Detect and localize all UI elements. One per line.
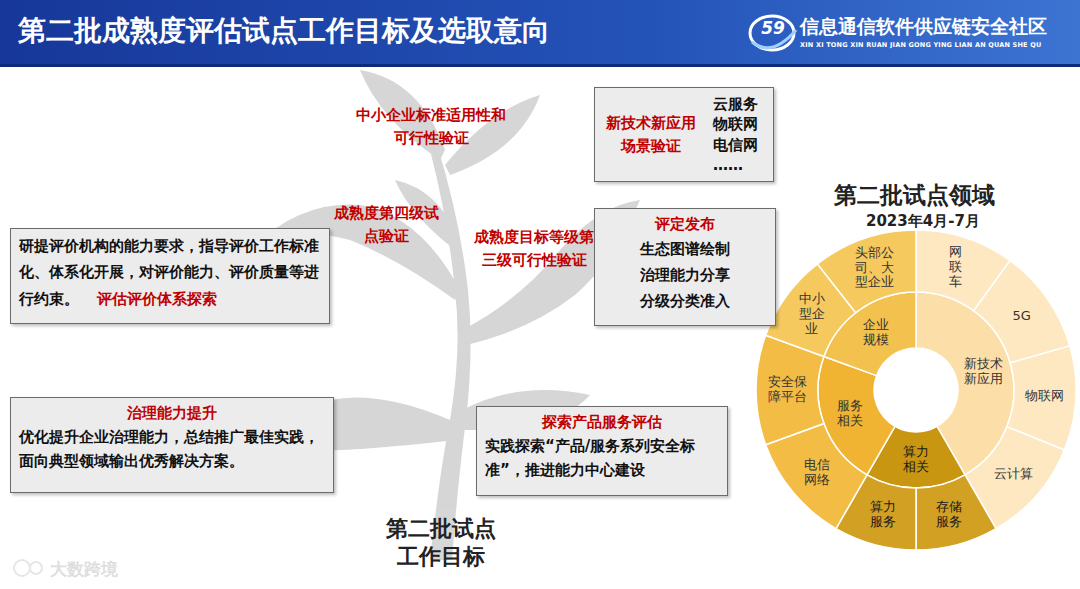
box-list: 生态图谱绘制 治理能力分享 分级分类准入 (633, 236, 737, 315)
box-heading: 新技术新应用场景验证 (599, 112, 703, 157)
segment-label: 头部公司、大型企业 (852, 246, 896, 291)
segment-label: 存储服务 (934, 500, 964, 530)
segment-label: 算力服务 (868, 500, 898, 530)
sunburst-segment (916, 475, 996, 550)
text-label: 第二批试点领域 (834, 180, 1034, 211)
page-title: 第二批成熟度评估试点工作目标及选取意向 (18, 12, 550, 50)
watermark-icon (14, 560, 42, 576)
segment-label: 物联网 (1021, 389, 1069, 404)
text-box: 治理能力提升优化提升企业治理能力，总结推广最佳实践，面向典型领域输出优秀解决方案… (10, 397, 334, 493)
logo-mark (750, 16, 796, 50)
sunburst-segment (974, 261, 1070, 363)
text-label: 成熟度目标等级第三级可行性验证 (474, 226, 594, 271)
box-body: 实践探索“产品/服务系列安全标准”，推进能力中心建设 (485, 434, 719, 484)
text-label: 59 (756, 18, 790, 38)
segment-label: 企业规模 (861, 318, 891, 348)
text-box: 评定发布生态图谱绘制 治理能力分享 分级分类准入 (594, 208, 776, 326)
segment-label: 云计算 (989, 467, 1037, 482)
box-list: 云服务 物联网 电信网 …… (713, 94, 767, 175)
text-box: 研提评价机构的能力要求，指导评价工作标准化、体系化开展，对评价能力、评价质量等进… (10, 228, 330, 324)
box-body: 优化提升企业治理能力，总结推广最佳实践，面向典型领域输出优秀解决方案。 (19, 425, 325, 475)
text-box: 新技术新应用场景验证云服务 物联网 电信网 …… (594, 87, 774, 182)
text-label: 第二批试点 工作目标 (380, 515, 502, 570)
segment-label: 网联车 (946, 245, 966, 290)
box-heading: 评定发布 (603, 213, 767, 236)
header-rule (0, 64, 1080, 67)
sunburst-chart (756, 230, 1076, 550)
segment-label: 中小型企业 (797, 292, 827, 337)
header-bar (0, 0, 1080, 64)
box-body-wrap: 研提评价机构的能力要求，指导评价工作标准化、体系化开展，对评价能力、评价质量等进… (19, 233, 321, 312)
segment-label: 安全保障平台 (765, 375, 809, 405)
text-label: XIN XI TONG XIN RUAN JIAN GONG YING LIAN… (800, 41, 1075, 49)
text-label: 信息通信软件供应链安全社区 (800, 14, 1070, 40)
segment-label: 电信网络 (802, 458, 832, 488)
box-heading: 探索产品服务评估 (485, 411, 719, 434)
text-label: 中小企业标准适用性和可行性验证 (352, 104, 510, 149)
text-box: 探索产品服务评估实践探索“产品/服务系列安全标准”，推进能力中心建设 (476, 406, 728, 496)
box-heading: 治理能力提升 (19, 402, 325, 425)
box-heading: 评估评价体系探索 (97, 288, 217, 311)
text-label: 大数跨境 (50, 558, 170, 581)
segment-label: 新技术新应用 (961, 357, 1007, 387)
text-label: 成熟度第四级试点验证 (332, 202, 440, 247)
segment-label: 服务相关 (835, 399, 865, 429)
segment-label: 算力相关 (901, 445, 931, 475)
segment-label: 5G (1007, 309, 1037, 324)
sunburst-segment (817, 230, 916, 313)
text-label: 2023年4月-7月 (866, 212, 1006, 231)
